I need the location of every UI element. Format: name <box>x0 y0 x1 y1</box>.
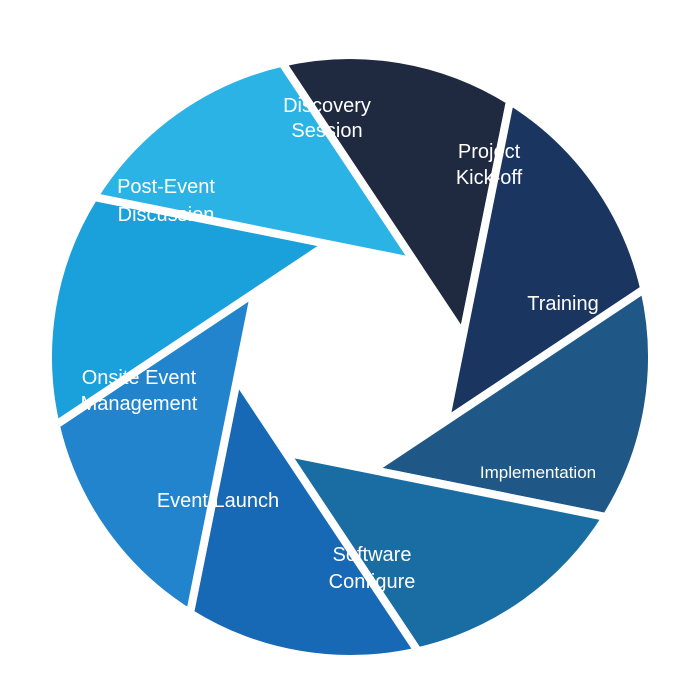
label-line-kickoff-0: Project <box>458 141 521 163</box>
segment-shapes <box>44 51 656 663</box>
segment-launch <box>51 284 261 620</box>
label-line-software-1: Configure <box>329 571 416 593</box>
label-line-software-0: Software <box>333 544 412 566</box>
label-line-discovery-0: Discovery <box>283 95 371 117</box>
segment-implementation <box>277 446 613 656</box>
label-line-discovery-1: Session <box>291 120 362 142</box>
label-line-onsite-0: Onsite Event <box>82 367 197 389</box>
label-line-training-0: Training <box>527 293 599 315</box>
segment-training <box>361 282 656 522</box>
segment-software <box>185 368 425 663</box>
label-training: Training <box>527 293 599 315</box>
segment-kickoff <box>439 94 649 430</box>
label-line-postevent-0: Post-Event <box>117 176 215 198</box>
segment-onsite <box>44 192 339 432</box>
label-line-postevent-1: Discussion <box>118 204 215 226</box>
segment-postevent <box>87 58 423 268</box>
label-launch: Event Launch <box>157 490 279 512</box>
label-line-onsite-1: Management <box>81 393 198 415</box>
segment-discovery <box>275 51 515 346</box>
label-line-launch-0: Event Launch <box>157 490 279 512</box>
label-implementation: Implementation <box>480 463 596 482</box>
label-line-kickoff-1: Kick-off <box>456 167 523 189</box>
label-line-implementation-0: Implementation <box>480 463 596 482</box>
